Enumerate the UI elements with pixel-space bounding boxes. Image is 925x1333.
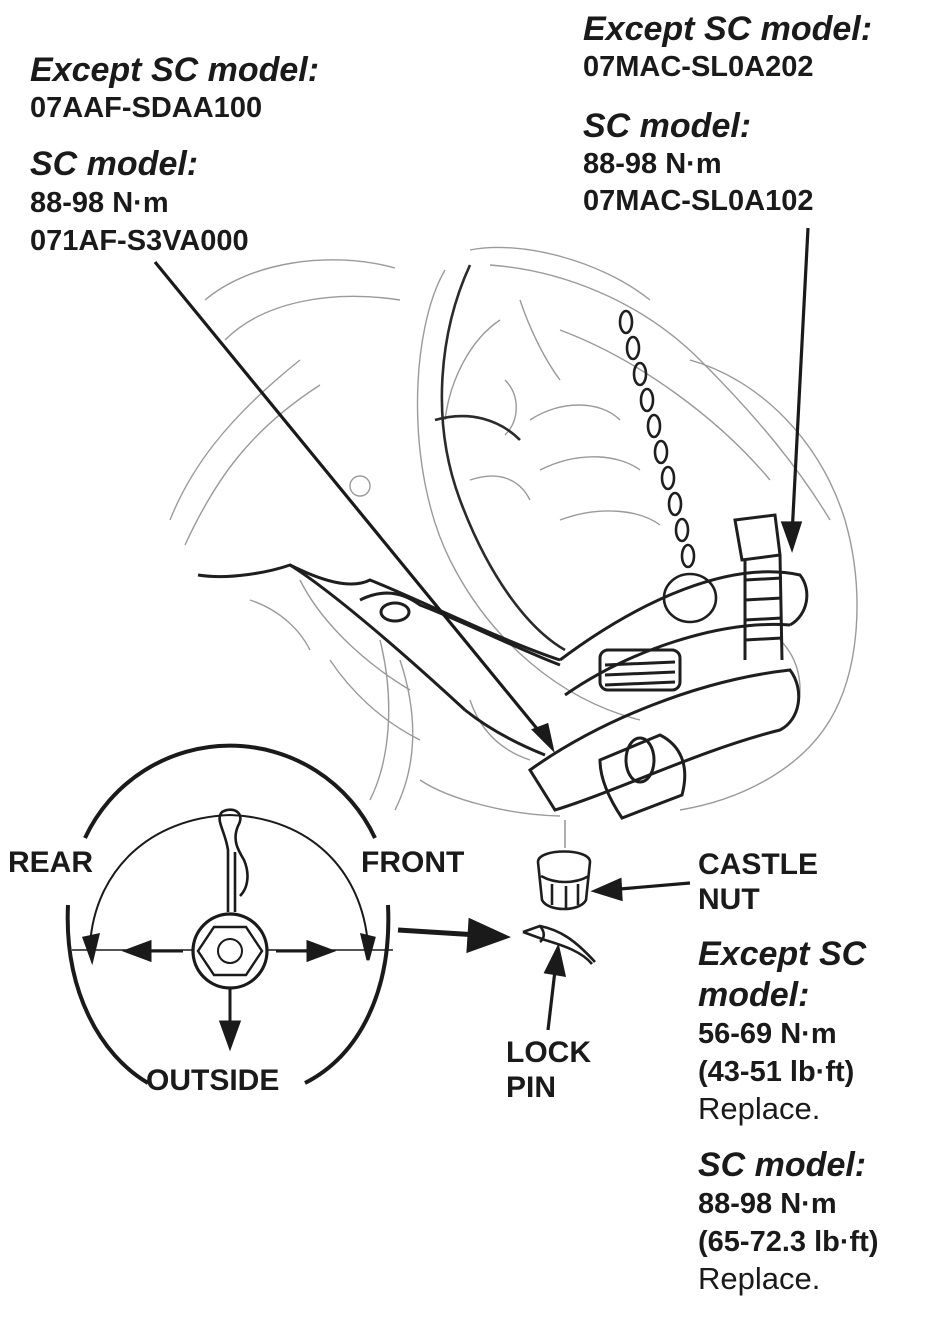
orientation-lock-pin-icon xyxy=(218,808,249,912)
separator-lever xyxy=(197,563,561,757)
right-tool-except-title: Except SC model: xyxy=(583,10,873,48)
orientation-circle-upper-arc xyxy=(83,743,377,839)
right-tool-sc-code: 07MAC-SL0A102 xyxy=(583,185,814,217)
outside-label: OUTSIDE xyxy=(146,1064,280,1097)
left-tool-sc-code: 071AF-S3VA000 xyxy=(30,225,249,257)
castle-nut-icon xyxy=(536,850,592,911)
orientation-diagram xyxy=(65,743,391,1085)
ball-joint-puller-tool xyxy=(527,513,809,820)
orientation-inner-arc xyxy=(89,813,369,946)
orientation-arrows xyxy=(72,917,511,1052)
left-tool-sc-torque: 88-98 N·m xyxy=(30,187,169,219)
lock-pin-label-line2: PIN xyxy=(506,1071,557,1104)
right-tool-sc-torque: 88-98 N·m xyxy=(583,148,722,180)
rear-label: REAR xyxy=(8,846,94,879)
castle-nut-label-line2: NUT xyxy=(698,883,760,916)
castle-nut-except-title-line2: model: xyxy=(698,976,810,1014)
castle-nut-sc-title: SC model: xyxy=(698,1146,867,1184)
castle-nut-label-line1: CASTLE xyxy=(698,848,818,881)
castle-nut-sc-replace-note: Replace. xyxy=(698,1261,821,1296)
castle-nut-except-replace-note: Replace. xyxy=(698,1091,821,1126)
orientation-circle-lower-left-arc xyxy=(65,904,150,1085)
cv-boot-outline xyxy=(434,264,566,652)
leader-lines xyxy=(153,227,810,1031)
knuckle-background-outline xyxy=(169,246,858,817)
orientation-circle-lower-right-arc xyxy=(304,904,391,1085)
left-tool-except-title: Except SC model: xyxy=(30,51,320,89)
right-tool-except-code: 07MAC-SL0A202 xyxy=(583,51,814,83)
castle-nut-except-torque-lbft: (43-51 lb·ft) xyxy=(698,1056,855,1088)
front-label: FRONT xyxy=(361,846,465,879)
castle-nut-except-torque-nm: 56-69 N·m xyxy=(698,1018,837,1050)
lock-pin-icon xyxy=(522,924,596,965)
castle-nut-sc-torque-lbft: (65-72.3 lb·ft) xyxy=(698,1226,879,1258)
orientation-nut-icon xyxy=(191,912,269,990)
right-tool-sc-title: SC model: xyxy=(583,107,752,145)
left-tool-sc-title: SC model: xyxy=(30,145,199,183)
lock-pin-label-line1: LOCK xyxy=(506,1036,591,1069)
castle-nut-except-title-line1: Except SC xyxy=(698,935,867,973)
left-tool-except-code: 07AAF-SDAA100 xyxy=(30,92,263,124)
castle-nut-sc-torque-nm: 88-98 N·m xyxy=(698,1188,837,1220)
